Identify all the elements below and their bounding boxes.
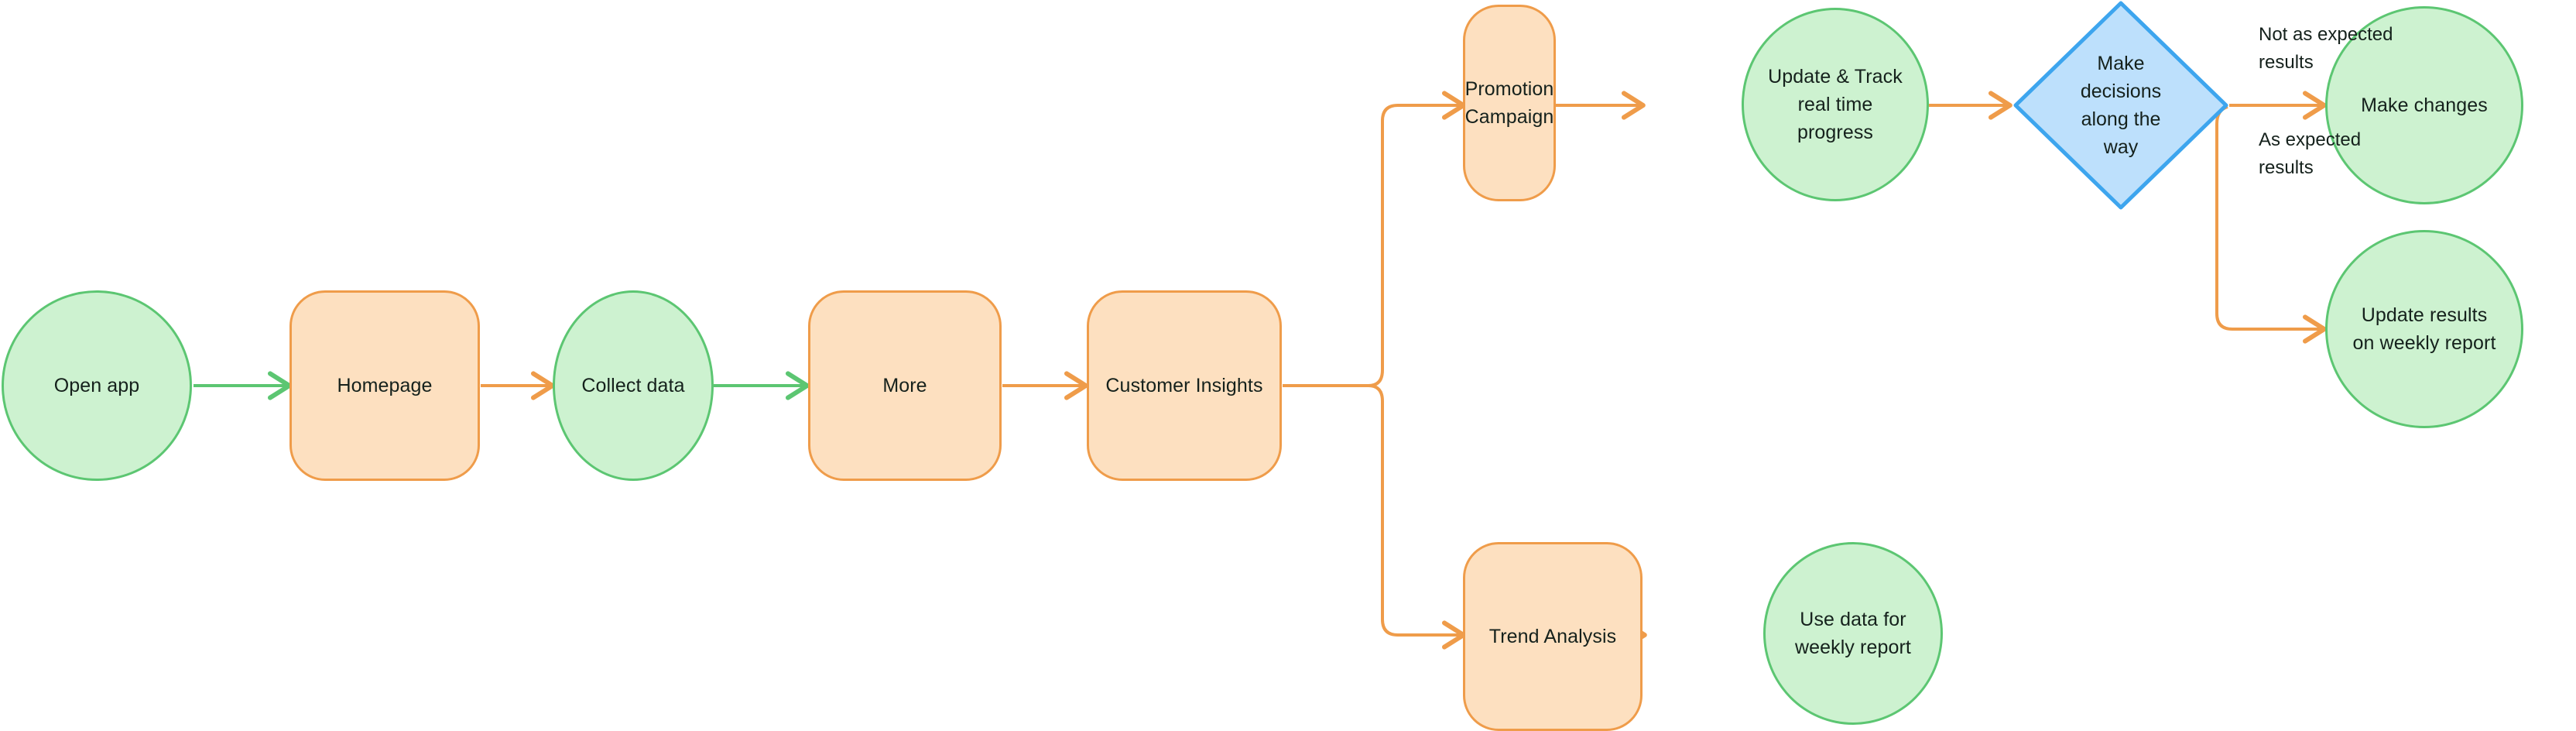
node-make-decisions-label: Make decisions along the way xyxy=(2080,52,2162,159)
node-update-track[interactable]: Update & Track real time progress xyxy=(1742,8,1929,201)
edge-customer-insights-to-promotion-campaign xyxy=(1368,91,1466,387)
node-make-changes[interactable]: Make changes xyxy=(2325,6,2523,204)
node-open-app[interactable]: Open app xyxy=(2,290,192,481)
node-trend-analysis-label: Trend Analysis xyxy=(1488,625,1617,647)
node-collect-data[interactable]: Collect data xyxy=(553,290,714,481)
node-promotion-campaign[interactable]: Promotion Campaign xyxy=(1463,5,1556,201)
node-open-app-label: Open app xyxy=(53,374,140,396)
node-make-changes-label: Make changes xyxy=(2361,94,2488,116)
node-homepage-label: Homepage xyxy=(337,374,433,396)
edge-label-not-as-expected: Not as expected results xyxy=(2259,24,2393,73)
node-update-results[interactable]: Update results on weekly report xyxy=(2325,230,2523,428)
node-update-results-label: Update results on weekly report xyxy=(2352,304,2496,354)
node-trend-analysis[interactable]: Trend Analysis xyxy=(1463,542,1643,731)
diamond-shape xyxy=(2013,1,2228,210)
node-more[interactable]: More xyxy=(808,290,1002,481)
node-promotion-campaign-label: Promotion Campaign xyxy=(1464,77,1554,128)
edge-customer-insights-to-trend-analysis xyxy=(1368,384,1466,650)
node-homepage[interactable]: Homepage xyxy=(289,290,480,481)
node-customer-insights[interactable]: Customer Insights xyxy=(1087,290,1282,481)
node-use-data-label: Use data for weekly report xyxy=(1795,608,1911,658)
node-more-label: More xyxy=(882,374,927,396)
node-customer-insights-label: Customer Insights xyxy=(1105,374,1263,396)
edge-label-as-expected: As expected results xyxy=(2259,129,2362,178)
node-use-data[interactable]: Use data for weekly report xyxy=(1763,542,1943,725)
node-collect-data-label: Collect data xyxy=(581,374,685,396)
node-update-track-label: Update & Track real time progress xyxy=(1768,65,1903,144)
node-make-decisions[interactable]: Make decisions along the way xyxy=(2012,0,2229,211)
